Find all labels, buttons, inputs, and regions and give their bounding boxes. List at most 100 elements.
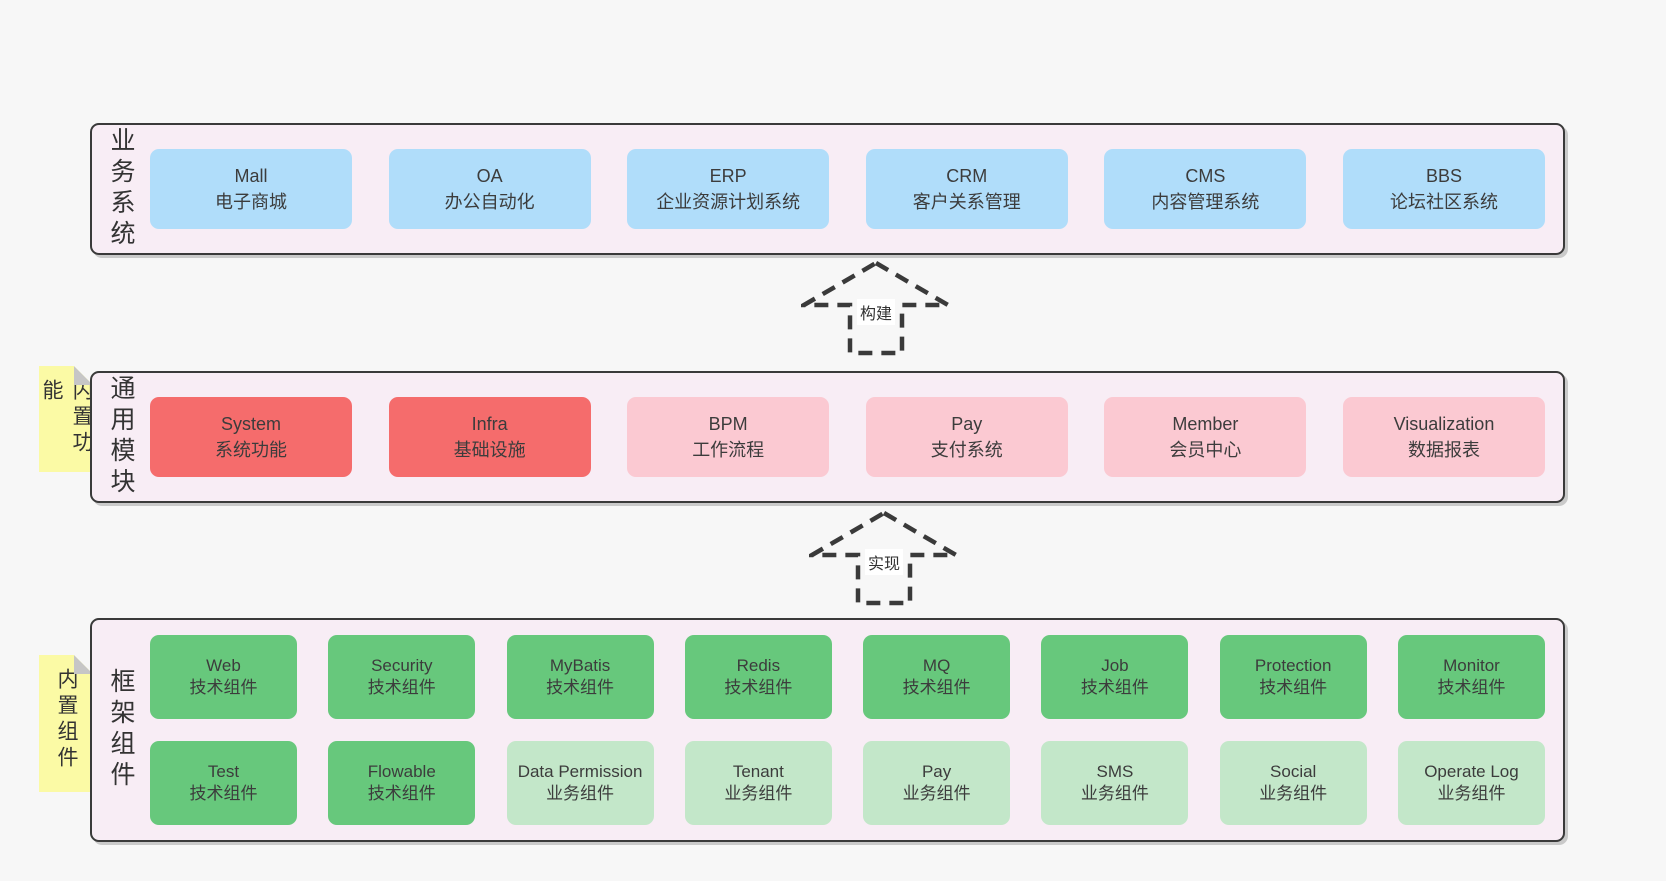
box-title: CMS	[1185, 165, 1226, 186]
build-arrow-label: 构建	[856, 299, 896, 325]
box-title: Flowable	[367, 761, 436, 781]
box-subtitle: 技术组件	[189, 784, 258, 803]
box-title: System	[220, 413, 281, 434]
band-framework-components: 框架组件 Web 技术组件 Security 技术组件 MyBatis 技术组件…	[90, 618, 1565, 842]
box-web: Web 技术组件	[150, 635, 297, 719]
box-title: ERP	[709, 165, 747, 186]
box-subtitle: 技术组件	[546, 678, 615, 697]
box-subtitle: 内容管理系统	[1151, 192, 1260, 212]
box-subtitle: 论坛社区系统	[1389, 192, 1498, 212]
box-title: MQ	[922, 655, 951, 675]
box-protection: Protection 技术组件	[1219, 635, 1367, 719]
box-oa: OA 办公自动化	[388, 149, 591, 229]
box-subtitle: 客户关系管理	[912, 192, 1021, 212]
box-subtitle: 技术组件	[724, 678, 793, 697]
box-erp: ERP 企业资源计划系统	[627, 149, 830, 229]
note-built-in-components: 内置组件	[39, 655, 93, 792]
box-bbs: BBS 论坛社区系统	[1342, 149, 1545, 229]
box-subtitle: 技术组件	[1259, 678, 1328, 697]
box-test: Test 技术组件	[150, 741, 297, 825]
box-title: Operate Log	[1424, 761, 1519, 781]
box-cms: CMS 内容管理系统	[1104, 149, 1307, 229]
box-title: Protection	[1254, 655, 1332, 675]
box-subtitle: 支付系统	[930, 440, 1003, 460]
box-visualization: Visualization 数据报表	[1342, 397, 1545, 477]
box-title: SMS	[1096, 761, 1134, 781]
box-job: Job 技术组件	[1041, 635, 1189, 719]
box-title: Monitor	[1443, 655, 1500, 675]
box-operate-log: Operate Log 业务组件	[1397, 741, 1545, 825]
box-data-permission: Data Permission 业务组件	[506, 741, 654, 825]
band-label-column: 业务系统	[92, 125, 150, 253]
box-mq: MQ 技术组件	[863, 635, 1011, 719]
module-boxes: System 系统功能 Infra 基础设施 BPM 工作流程 Pay 支付系统…	[150, 397, 1563, 477]
box-title: Security	[371, 655, 433, 675]
box-title: Social	[1270, 761, 1317, 781]
box-subtitle: 数据报表	[1407, 440, 1480, 460]
box-title: Pay	[951, 413, 983, 434]
box-subtitle: 业务组件	[546, 784, 615, 803]
box-title: CRM	[946, 165, 988, 186]
box-subtitle: 企业资源计划系统	[656, 192, 801, 212]
box-title: BBS	[1425, 165, 1462, 186]
box-subtitle: 工作流程	[692, 440, 765, 460]
box-title: Infra	[471, 413, 508, 434]
box-subtitle: 业务组件	[1259, 784, 1328, 803]
box-title: OA	[476, 165, 503, 186]
box-subtitle: 技术组件	[367, 784, 436, 803]
box-sms: SMS 业务组件	[1041, 741, 1189, 825]
box-title: Redis	[736, 655, 781, 675]
box-member: Member 会员中心	[1104, 397, 1307, 477]
box-title: Web	[206, 655, 241, 675]
component-row-2: Test 技术组件 Flowable 技术组件 Data Permission …	[150, 741, 1545, 825]
box-bpm: BPM 工作流程	[627, 397, 830, 477]
component-rows: Web 技术组件 Security 技术组件 MyBatis 技术组件 Redi…	[150, 635, 1563, 825]
box-subtitle: 技术组件	[189, 678, 258, 697]
box-subtitle: 技术组件	[902, 678, 971, 697]
band-business-systems: 业务系统 Mall 电子商城 OA 办公自动化 ERP 企业资源计划系统 CRM…	[90, 123, 1565, 255]
box-title: Mall	[234, 165, 268, 186]
box-title: Tenant	[732, 761, 784, 781]
box-title: Job	[1101, 655, 1129, 675]
box-subtitle: 业务组件	[724, 784, 793, 803]
box-subtitle: 技术组件	[1080, 678, 1149, 697]
box-title: Pay	[921, 761, 952, 781]
box-monitor: Monitor 技术组件	[1397, 635, 1545, 719]
box-subtitle: 系统功能	[215, 440, 287, 460]
box-redis: Redis 技术组件	[684, 635, 832, 719]
box-infra: Infra 基础设施	[388, 397, 591, 477]
box-crm: CRM 客户关系管理	[865, 149, 1068, 229]
band-modules-label: 通用模块	[107, 375, 135, 499]
box-subtitle: 业务组件	[1080, 784, 1149, 803]
box-title: Test	[207, 761, 240, 781]
band-business-label: 业务系统	[107, 127, 135, 251]
box-subtitle: 电子商城	[215, 192, 287, 212]
band-common-modules: 通用模块 System 系统功能 Infra 基础设施 BPM 工作流程 Pay…	[90, 371, 1565, 503]
box-subtitle: 业务组件	[1437, 784, 1506, 803]
band-components-label: 框架组件	[107, 668, 135, 792]
box-title: BPM	[708, 413, 748, 434]
box-social: Social 业务组件	[1219, 741, 1367, 825]
box-title: Data Permission	[517, 761, 643, 781]
implement-arrow: 实现	[809, 510, 959, 606]
box-subtitle: 业务组件	[902, 784, 971, 803]
box-pay-component: Pay 业务组件	[863, 741, 1011, 825]
box-subtitle: 办公自动化	[444, 192, 535, 212]
box-title: Member	[1172, 413, 1239, 434]
band-label-column: 通用模块	[92, 373, 150, 501]
box-mall: Mall 电子商城	[150, 149, 352, 229]
box-tenant: Tenant 业务组件	[684, 741, 832, 825]
box-system: System 系统功能	[150, 397, 352, 477]
box-subtitle: 基础设施	[453, 440, 526, 460]
box-pay-system: Pay 支付系统	[865, 397, 1068, 477]
box-subtitle: 技术组件	[1437, 678, 1506, 697]
note-features-label: 内置功能	[40, 379, 93, 457]
business-boxes: Mall 电子商城 OA 办公自动化 ERP 企业资源计划系统 CRM 客户关系…	[150, 149, 1563, 229]
component-row-1: Web 技术组件 Security 技术组件 MyBatis 技术组件 Redi…	[150, 635, 1545, 719]
note-components-label: 内置组件	[55, 668, 78, 772]
build-arrow: 构建	[801, 260, 951, 356]
box-subtitle: 技术组件	[367, 678, 436, 697]
box-flowable: Flowable 技术组件	[328, 741, 476, 825]
box-title: Visualization	[1393, 413, 1495, 434]
